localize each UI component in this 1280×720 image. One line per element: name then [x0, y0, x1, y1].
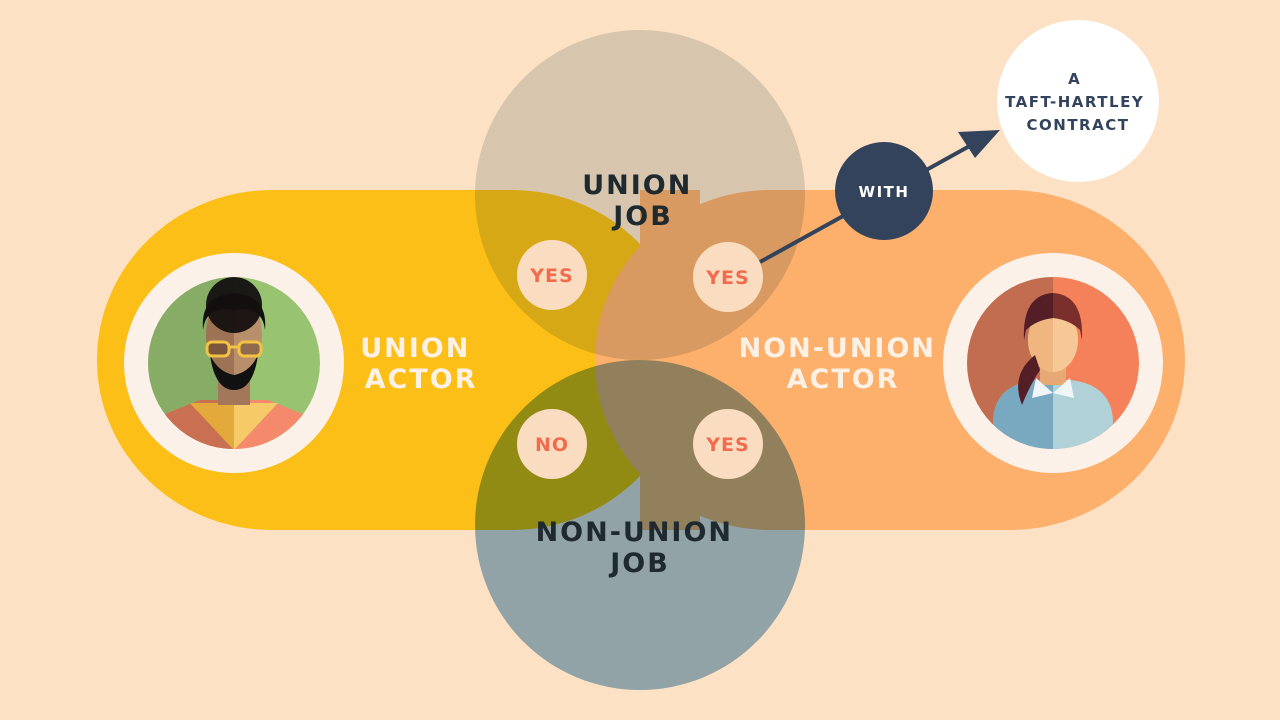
with-bubble: WITH [835, 142, 933, 240]
svg-text:YES: YES [529, 265, 573, 287]
union-actor-label: UNION ACTOR [360, 333, 482, 395]
non-union-actor-avatar [943, 253, 1163, 473]
answer-non-union-actor-union-job: YES [693, 242, 763, 312]
answer-non-union-actor-non-union-job: YES [693, 409, 763, 479]
arrow-head-icon [958, 130, 1000, 158]
svg-text:NO: NO [535, 434, 569, 456]
svg-text:YES: YES [705, 434, 749, 456]
union-actor-avatar [124, 253, 344, 473]
svg-text:A TAFT-HARTLEY CON: A TAFT-HARTLEY CONTRACT [1005, 70, 1151, 134]
taft-hartley-contract-bubble: A TAFT-HARTLEY CONTRACT [997, 20, 1159, 182]
svg-text:YES: YES [705, 267, 749, 289]
answer-union-actor-union-job: YES [517, 240, 587, 310]
answer-union-actor-non-union-job: NO [517, 409, 587, 479]
union-job-label: UNION JOB [582, 170, 704, 232]
non-union-job-label: NON-UNION JOB [536, 517, 745, 579]
svg-text:WITH: WITH [859, 183, 910, 201]
non-union-actor-label: NON-UNION ACTOR [739, 333, 948, 395]
